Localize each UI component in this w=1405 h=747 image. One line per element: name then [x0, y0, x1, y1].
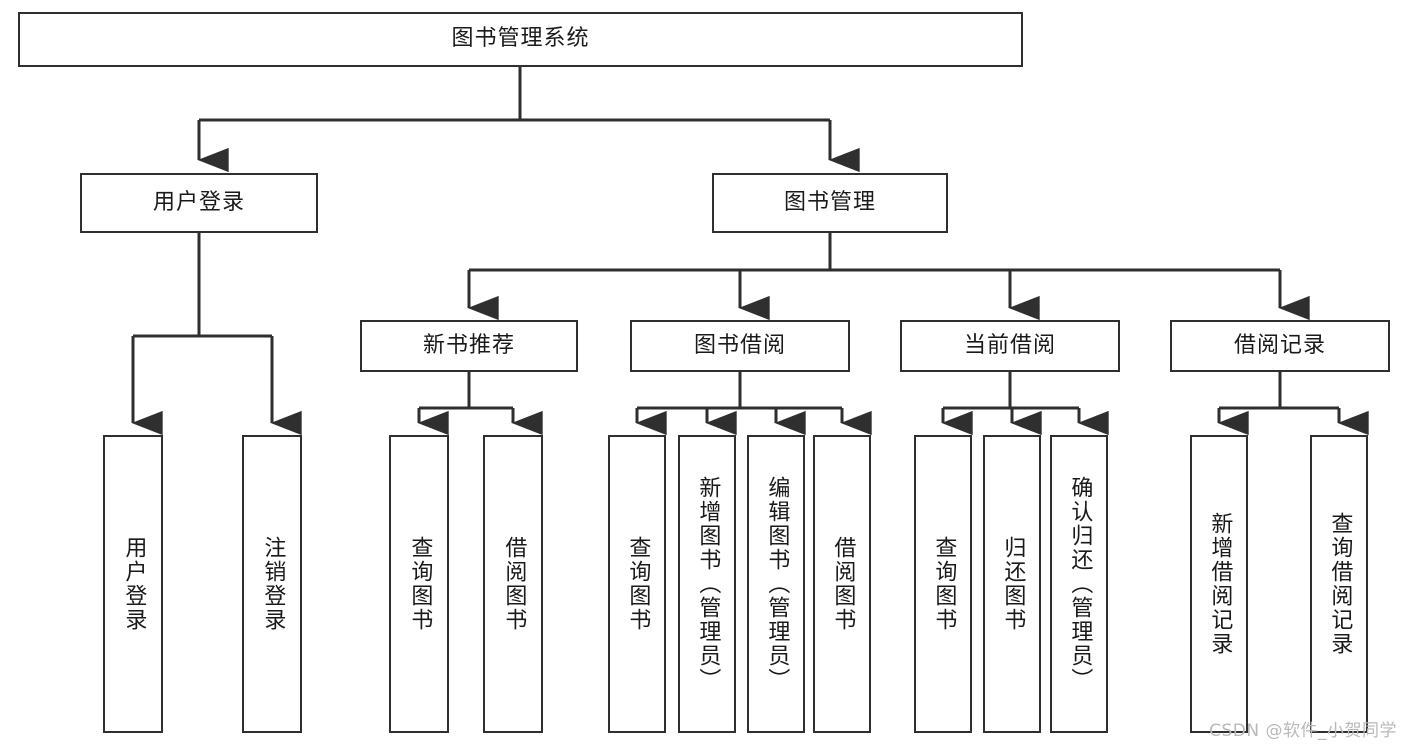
node-root[interactable]: 图书管理系统 — [18, 12, 1023, 67]
node-new-book-recommend-label: 新书推荐 — [422, 332, 515, 358]
node-leaf-user-login[interactable]: 用户登录 — [103, 435, 163, 733]
node-leaf-add-record[interactable]: 新增借阅记录 — [1190, 435, 1248, 733]
node-leaf-query-book-2-label: 查询图书 — [625, 536, 651, 632]
node-book-manage[interactable]: 图书管理 — [712, 173, 948, 233]
node-leaf-edit-book-label: 编辑图书（管理员） — [764, 476, 790, 692]
node-leaf-logout-label: 注销登录 — [260, 536, 286, 632]
node-root-label: 图书管理系统 — [451, 26, 590, 52]
node-book-borrow[interactable]: 图书借阅 — [630, 320, 850, 372]
node-leaf-edit-book[interactable]: 编辑图书（管理员） — [747, 435, 805, 733]
node-leaf-query-book-3-label: 查询图书 — [931, 536, 957, 632]
node-leaf-confirm-return[interactable]: 确认归还（管理员） — [1050, 435, 1108, 733]
node-leaf-borrow-book-2[interactable]: 借阅图书 — [813, 435, 871, 733]
node-leaf-query-record-label: 查询借阅记录 — [1327, 512, 1353, 656]
node-user-login[interactable]: 用户登录 — [80, 173, 318, 233]
node-leaf-query-book-3[interactable]: 查询图书 — [914, 435, 972, 733]
node-leaf-query-book-2[interactable]: 查询图书 — [608, 435, 666, 733]
node-book-manage-label: 图书管理 — [783, 189, 876, 215]
node-leaf-confirm-return-label: 确认归还（管理员） — [1067, 476, 1093, 692]
node-leaf-borrow-book-2-label: 借阅图书 — [830, 536, 856, 632]
node-leaf-query-book-1-label: 查询图书 — [407, 536, 433, 632]
node-leaf-add-book-label: 新增图书（管理员） — [695, 476, 721, 692]
node-leaf-return-book[interactable]: 归还图书 — [983, 435, 1041, 733]
node-book-borrow-label: 图书借阅 — [693, 332, 786, 358]
node-leaf-borrow-book-1-label: 借阅图书 — [501, 536, 527, 632]
node-leaf-add-book[interactable]: 新增图书（管理员） — [678, 435, 736, 733]
node-new-book-recommend[interactable]: 新书推荐 — [360, 320, 578, 372]
node-current-borrow-label: 当前借阅 — [963, 332, 1056, 358]
node-leaf-add-record-label: 新增借阅记录 — [1207, 512, 1233, 656]
node-leaf-user-login-label: 用户登录 — [121, 536, 147, 632]
node-leaf-return-book-label: 归还图书 — [1000, 536, 1026, 632]
node-leaf-query-book-1[interactable]: 查询图书 — [389, 435, 449, 733]
node-user-login-label: 用户登录 — [152, 189, 245, 215]
node-leaf-query-record[interactable]: 查询借阅记录 — [1310, 435, 1368, 733]
node-leaf-borrow-book-1[interactable]: 借阅图书 — [483, 435, 543, 733]
node-current-borrow[interactable]: 当前借阅 — [900, 320, 1120, 372]
node-borrow-record[interactable]: 借阅记录 — [1170, 320, 1390, 372]
node-borrow-record-label: 借阅记录 — [1233, 332, 1326, 358]
node-leaf-logout[interactable]: 注销登录 — [242, 435, 302, 733]
